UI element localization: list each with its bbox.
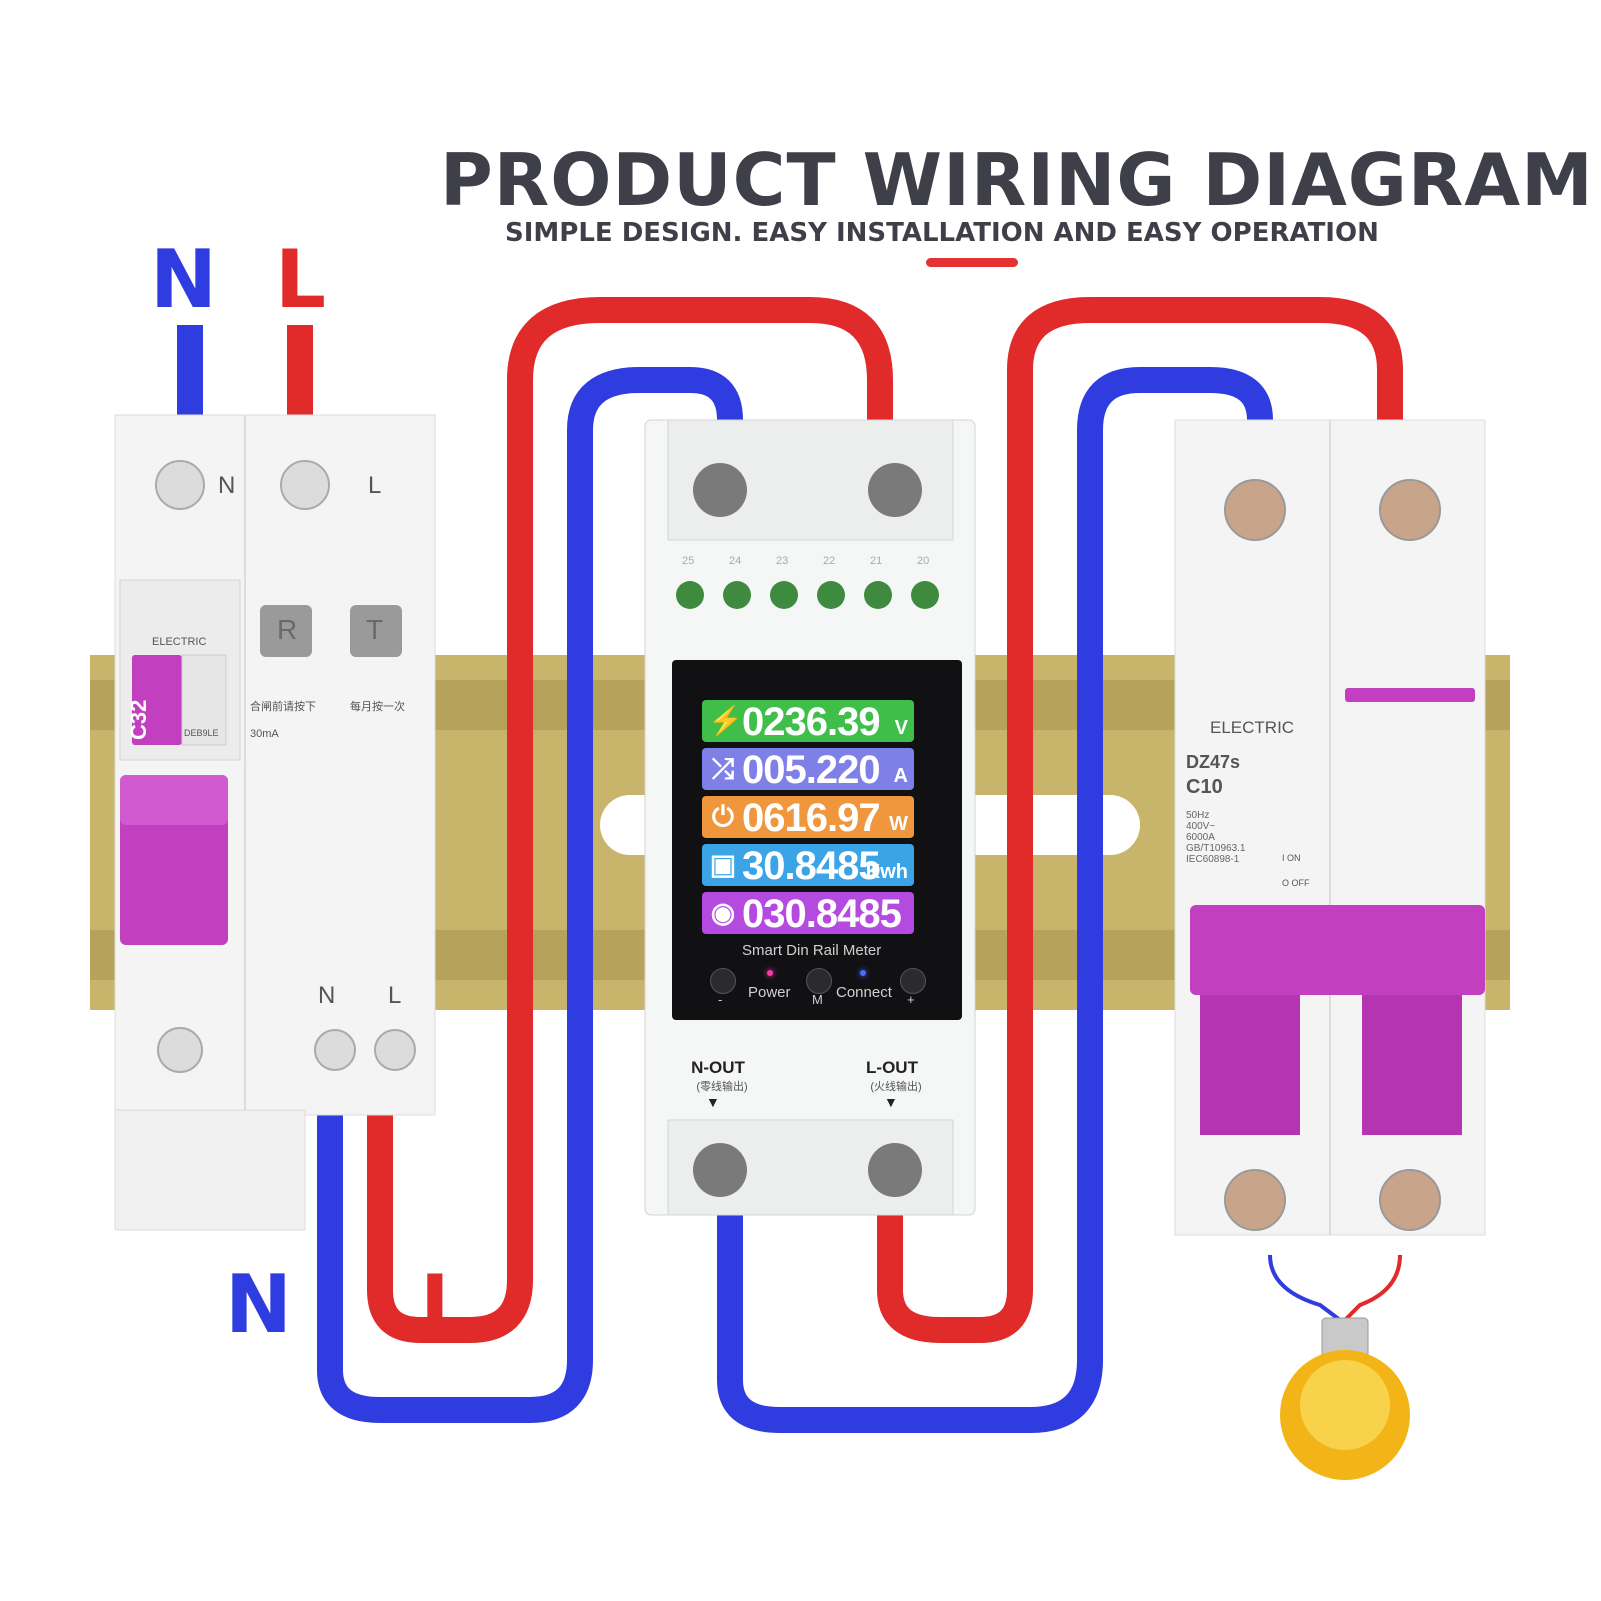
n-out-arrow-icon: ▼	[706, 1094, 720, 1110]
meter-reading-unit: A	[893, 765, 908, 787]
mcb-brand: ELECTRIC	[1210, 718, 1295, 737]
shuffle-icon: ⤮	[711, 753, 735, 784]
meter-screw-bottom-n	[693, 1143, 747, 1197]
mcb-on-label: I ON	[1282, 853, 1301, 863]
rcbo-body	[114, 414, 436, 1116]
rcbo-note-t: 每月按一次	[350, 701, 405, 713]
meter-screw-top-l	[868, 463, 922, 517]
mcb-off-label: O OFF	[1282, 878, 1310, 888]
page-title: PRODUCT WIRING DIAGRAM	[440, 138, 1594, 222]
power-led	[767, 970, 773, 976]
lightning-icon: ⚡	[708, 705, 743, 736]
rcbo-note-r: 合闸前请按下	[250, 701, 316, 713]
mcb-screw-bottom-2	[1379, 1169, 1441, 1231]
meter-reading-unit: Kwh	[865, 861, 908, 883]
meter-reading-value: 30.8485	[742, 844, 881, 888]
bulb-neutral-wire	[1268, 1254, 1342, 1322]
l-out-label: L-OUT	[866, 1058, 918, 1077]
mcb-model: DZ47s	[1186, 752, 1241, 772]
live-loop-2	[877, 297, 1403, 1343]
page-subtitle: SIMPLE DESIGN. EASY INSTALLATION AND EAS…	[505, 218, 1379, 248]
mcb-screw-top-1	[1224, 479, 1286, 541]
bulb-live-wire	[1343, 1254, 1402, 1322]
rcbo-terminal-l-bottom: L	[388, 982, 402, 1009]
connect-indicator-label: Connect	[836, 984, 892, 1001]
mcb-spec-line: GB/T10963.1	[1186, 843, 1246, 854]
neutral-loop-1	[317, 367, 743, 1423]
label-top-live: L	[275, 233, 326, 326]
neutral-loop-2	[717, 367, 1273, 1433]
mcb-rating: C10	[1186, 776, 1223, 798]
rcbo-rating: C32	[126, 699, 151, 740]
meter-screw-top-n	[693, 463, 747, 517]
mcb-spec-line: 50Hz	[1186, 810, 1210, 821]
meter-terminal-number: 21	[870, 555, 883, 567]
meter-minus-button[interactable]	[710, 968, 736, 994]
mcb-screw-bottom-1	[1224, 1169, 1286, 1231]
l-out-cn-label: (火线输出)	[870, 1081, 922, 1093]
rcbo-leak-current: 30mA	[250, 728, 279, 740]
rcbo-screw-n	[155, 460, 205, 510]
power-icon: ⏻	[711, 801, 735, 832]
meter-mode-button[interactable]	[806, 968, 832, 994]
mcb-spec-line: 400V~	[1186, 821, 1216, 832]
meter-mode-label: M	[812, 992, 823, 1007]
l-out-arrow-icon: ▼	[884, 1094, 898, 1110]
mcb-spec-line: 6000A	[1186, 832, 1215, 843]
rcbo-button-r-label: R	[277, 614, 298, 645]
energy-icon: ▣	[709, 849, 737, 880]
title-accent-bar	[926, 258, 1018, 267]
meter-terminal-number: 23	[776, 555, 789, 567]
meter-terminal-number: 25	[682, 555, 695, 567]
live-loop-1	[367, 297, 893, 1343]
meter-reading-row: ⏻0616.97 W	[702, 796, 914, 840]
mcb-spec-line: IEC60898-1	[1186, 854, 1240, 865]
rcbo-model: DEB9LE	[184, 728, 219, 738]
meter-plus-label: +	[907, 992, 915, 1007]
money-icon: ◉	[710, 897, 736, 928]
mcb-screw-top-2	[1379, 479, 1441, 541]
rcbo-test-button-t[interactable]	[350, 605, 402, 657]
label-bottom-neutral: N	[225, 1258, 292, 1351]
n-out-cn-label: (零线输出)	[696, 1081, 748, 1093]
meter-terminal-number: 24	[729, 555, 742, 567]
n-out-label: N-OUT	[691, 1058, 745, 1077]
mcb-handle[interactable]	[1190, 905, 1485, 995]
rcbo-terminal-n: N	[218, 472, 236, 499]
meter-terminal-number: 20	[917, 555, 930, 567]
meter-terminal-number: 22	[823, 555, 836, 567]
meter-plus-button[interactable]	[900, 968, 926, 994]
meter-label: Smart Din Rail Meter	[742, 942, 882, 959]
meter-reading-value: 0616.97	[742, 796, 881, 840]
rcbo-terminal-l: L	[368, 472, 382, 499]
meter-reading-value: 030.8485	[742, 892, 902, 936]
connect-led	[860, 970, 866, 976]
rcbo-brand: ELECTRIC	[152, 636, 207, 648]
label-bottom-live: L	[420, 1258, 471, 1351]
rcbo-screw-l	[280, 460, 330, 510]
rcbo-terminal-n-bottom: N	[318, 982, 336, 1009]
meter-reading-value: 005.220	[742, 748, 881, 792]
meter-reading-row: ⤮005.220 A	[702, 748, 914, 792]
meter-reading-row: ⚡0236.39 V	[702, 700, 914, 744]
label-top-neutral: N	[150, 233, 217, 326]
meter-reading-unit: W	[889, 813, 908, 835]
meter-reading-unit: V	[894, 717, 908, 739]
rcbo-test-button-r[interactable]	[260, 605, 312, 657]
meter-screw-bottom-l	[868, 1143, 922, 1197]
meter-reading-value: 0236.39	[742, 700, 881, 744]
meter-minus-label: -	[718, 992, 723, 1007]
meter-reading-row: ◉030.8485	[702, 892, 914, 936]
rcbo-button-t-label: T	[366, 614, 384, 645]
power-indicator-label: Power	[748, 984, 791, 1001]
